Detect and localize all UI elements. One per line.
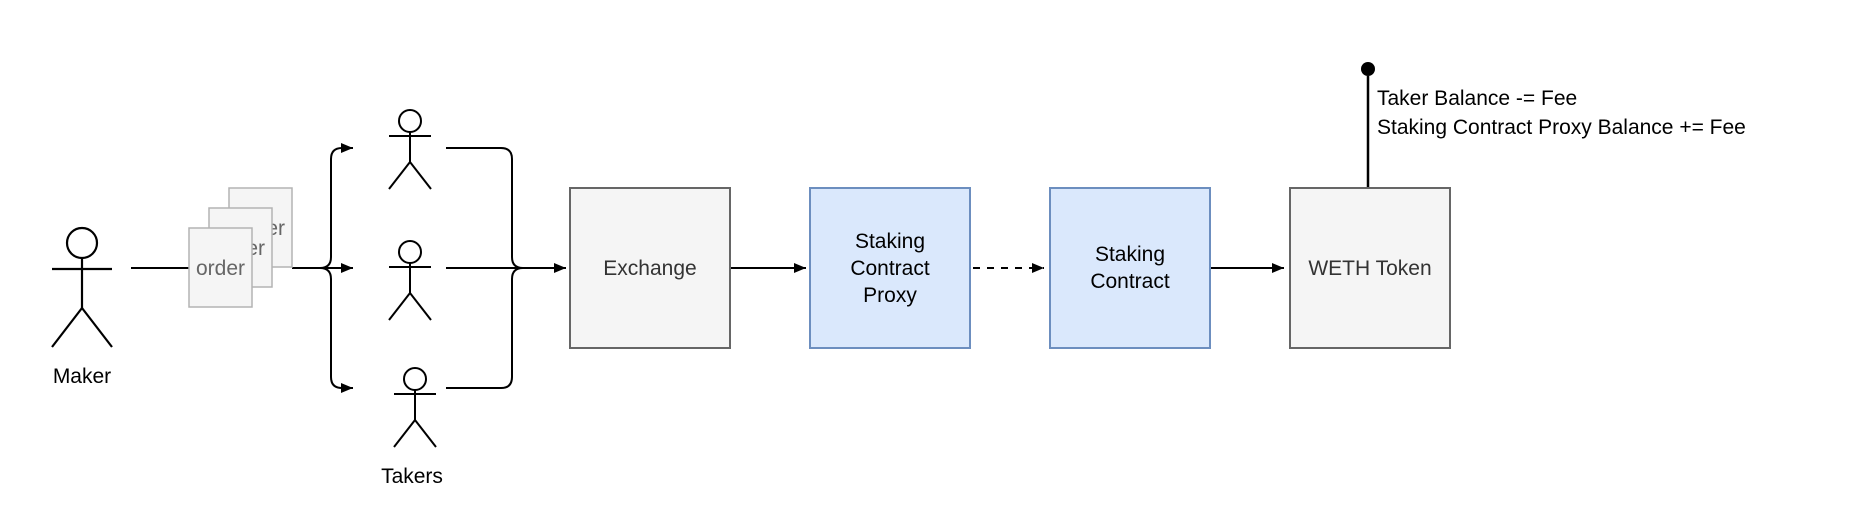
exchange-box xyxy=(569,187,731,349)
takers-label: Takers xyxy=(381,465,443,488)
edge-taker-bottom-merge xyxy=(446,267,524,389)
exchange-label: Exchange xyxy=(603,256,697,280)
maker-figure xyxy=(50,226,114,349)
order-paper-front: order xyxy=(188,227,253,308)
weth-token-box xyxy=(1289,187,1451,349)
fee-balance-annotation: Taker Balance -= Fee Staking Contract Pr… xyxy=(1377,87,1746,139)
annotation-anchor-dot xyxy=(1361,62,1375,76)
taker-figure-middle xyxy=(388,240,432,321)
edge-taker-top-merge xyxy=(446,147,524,269)
taker-figure-top xyxy=(388,109,432,190)
staking-contract-proxy-label: Staking Contract Proxy xyxy=(850,229,930,307)
order-paper-front-label: order xyxy=(196,257,245,280)
weth-token-label: WETH Token xyxy=(1308,256,1432,280)
maker-label: Maker xyxy=(52,365,112,388)
taker-figure-bottom xyxy=(393,367,437,448)
edge-orders-to-taker-top xyxy=(319,143,353,269)
staking-contract-box xyxy=(1049,187,1211,349)
edge-orders-to-taker-bottom xyxy=(319,267,353,393)
staking-contract-proxy-box xyxy=(809,187,971,349)
staking-contract-label: Staking Contract xyxy=(1090,243,1170,293)
